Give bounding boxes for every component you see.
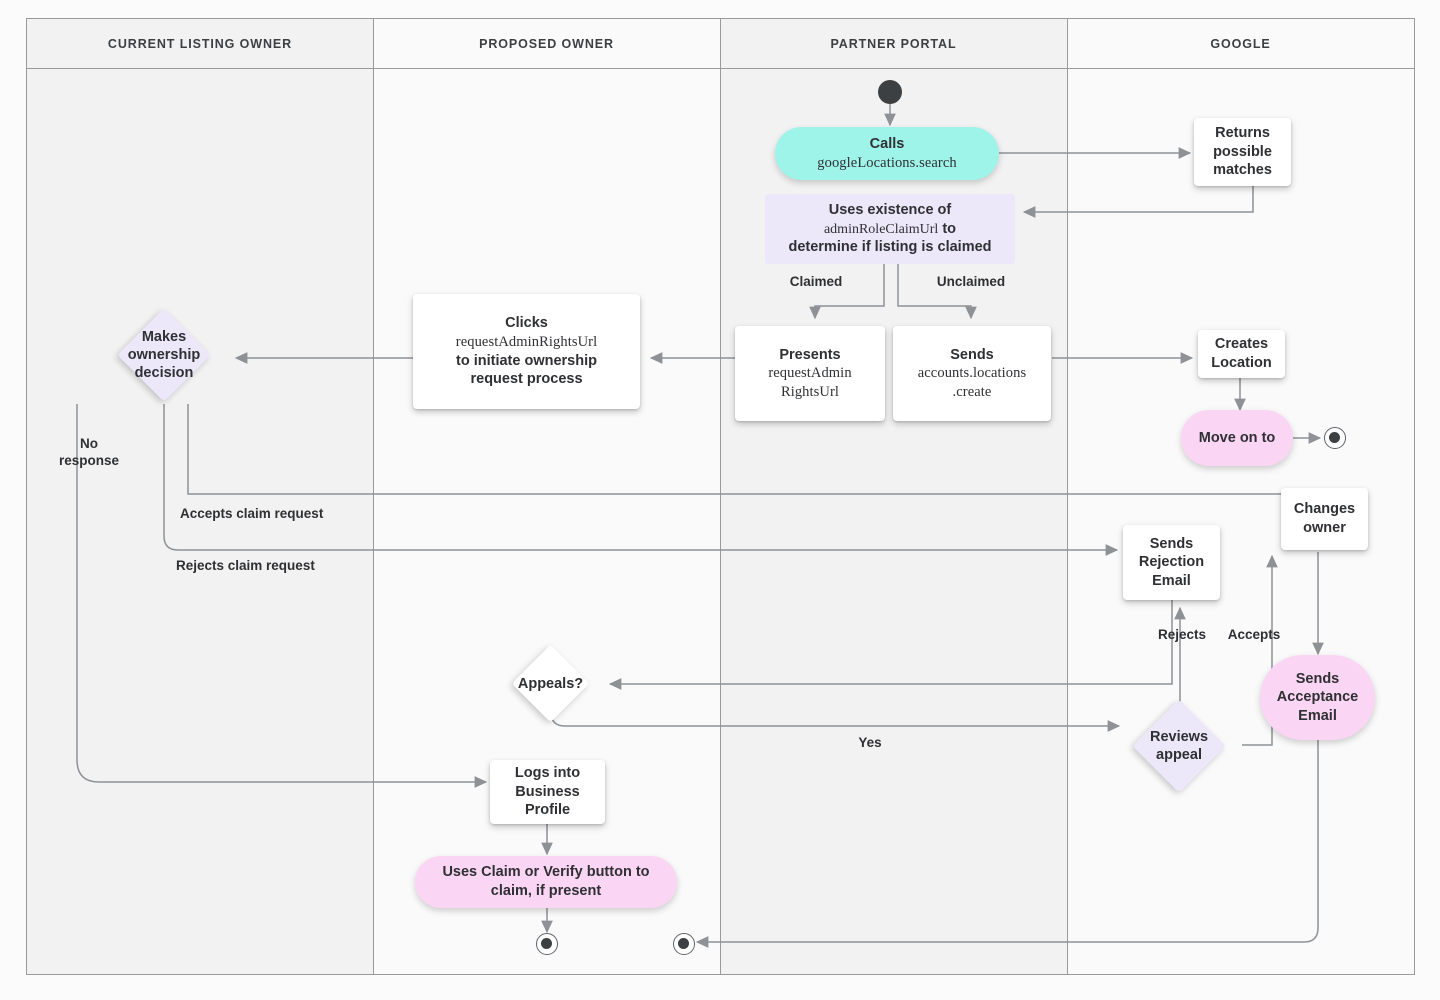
end-marker-google <box>1324 427 1346 449</box>
note-line-1: Uses existence of <box>828 202 952 218</box>
node-line-title: Presents <box>779 346 841 363</box>
node-creates-location[interactable]: Creates Location <box>1198 330 1285 378</box>
edge-label-rejects-claim-request: Rejects claim request <box>176 558 315 573</box>
node-uses-claim-or-verify-button[interactable]: Uses Claim or Verify button to claim, if… <box>415 856 677 908</box>
edge-label-unclaimed: Unclaimed <box>936 274 1006 289</box>
node-line-code: requestAdminRightsUrl <box>455 333 598 350</box>
lane-header-current-listing-owner: CURRENT LISTING OWNER <box>27 19 373 69</box>
node-makes-ownership-decision[interactable]: Makes ownership decision <box>117 308 211 402</box>
diamond-shape <box>117 308 211 402</box>
node-line-code-1: accounts.locations <box>917 365 1027 382</box>
edge-label-rejects: Rejects <box>1157 627 1207 642</box>
node-line-4: request process <box>470 371 583 388</box>
node-appeals-decision[interactable]: Appeals? <box>511 644 590 723</box>
note-line-3: determine if listing is claimed <box>788 239 992 256</box>
end-marker-proposed-owner <box>536 933 558 955</box>
lane-header-label: CURRENT LISTING OWNER <box>107 37 293 51</box>
note-line-2-tail: to <box>938 220 957 237</box>
node-presents-request-admin-rights-url[interactable]: Presents requestAdmin RightsUrl <box>735 326 885 421</box>
node-calls-google-locations-search[interactable]: Calls googleLocations.search <box>775 127 999 180</box>
note-code-token: adminRoleClaimUrl <box>823 221 939 237</box>
lane-header-partner-portal: PARTNER PORTAL <box>720 19 1067 69</box>
lane-header-proposed-owner: PROPOSED OWNER <box>373 19 720 69</box>
node-sends-acceptance-email[interactable]: Sends Acceptance Email <box>1260 655 1375 740</box>
node-line-code: googleLocations.search <box>817 154 957 171</box>
edge-label-accepts-claim-request: Accepts claim request <box>180 506 324 521</box>
node-reviews-appeal[interactable]: Reviews appeal <box>1132 699 1226 793</box>
lane-header-label: PARTNER PORTAL <box>830 37 957 51</box>
diamond-shape <box>511 644 590 723</box>
node-line-3: to initiate ownership <box>456 352 597 369</box>
node-sends-accounts-locations-create[interactable]: Sends accounts.locations .create <box>893 326 1051 421</box>
lane-divider-3 <box>1067 19 1068 974</box>
node-line-title: Calls <box>869 135 905 152</box>
lane-divider-2 <box>720 19 721 974</box>
node-line-title: Sends <box>950 346 994 363</box>
lane-divider-1 <box>373 19 374 974</box>
edge-label-claimed: Claimed <box>789 274 843 289</box>
node-move-on-to[interactable]: Move on to <box>1181 410 1293 466</box>
edge-label-yes: Yes <box>858 735 882 750</box>
edge-label-no-response: No response <box>58 436 120 468</box>
lane-header-label: PROPOSED OWNER <box>479 37 614 51</box>
node-sends-rejection-email[interactable]: Sends Rejection Email <box>1123 525 1220 600</box>
end-marker-partner-portal <box>673 933 695 955</box>
node-logs-into-business-profile[interactable]: Logs into Business Profile <box>490 760 605 824</box>
lane-header-label: GOOGLE <box>1210 37 1271 51</box>
edge-label-accepts: Accepts <box>1227 627 1281 642</box>
lane-header-google: GOOGLE <box>1067 19 1414 69</box>
start-marker-partner-portal <box>878 80 902 104</box>
diamond-shape <box>1132 699 1226 793</box>
node-line-code-2: RightsUrl <box>780 383 840 400</box>
node-clicks-request-admin-rights-url[interactable]: Clicks requestAdminRightsUrl to initiate… <box>413 294 640 409</box>
node-uses-existence-of-admin-role-claim-url[interactable]: Uses existence of adminRoleClaimUrl to d… <box>765 194 1015 264</box>
node-line-code-1: requestAdmin <box>768 365 852 382</box>
node-line-code-2: .create <box>952 383 992 400</box>
lane-background-current-listing-owner <box>27 19 373 974</box>
note-line-2: adminRoleClaimUrl to <box>824 220 956 239</box>
node-returns-possible-matches[interactable]: Returns possible matches <box>1194 118 1291 186</box>
node-changes-owner[interactable]: Changes owner <box>1281 488 1368 550</box>
node-line-title: Clicks <box>505 315 548 332</box>
